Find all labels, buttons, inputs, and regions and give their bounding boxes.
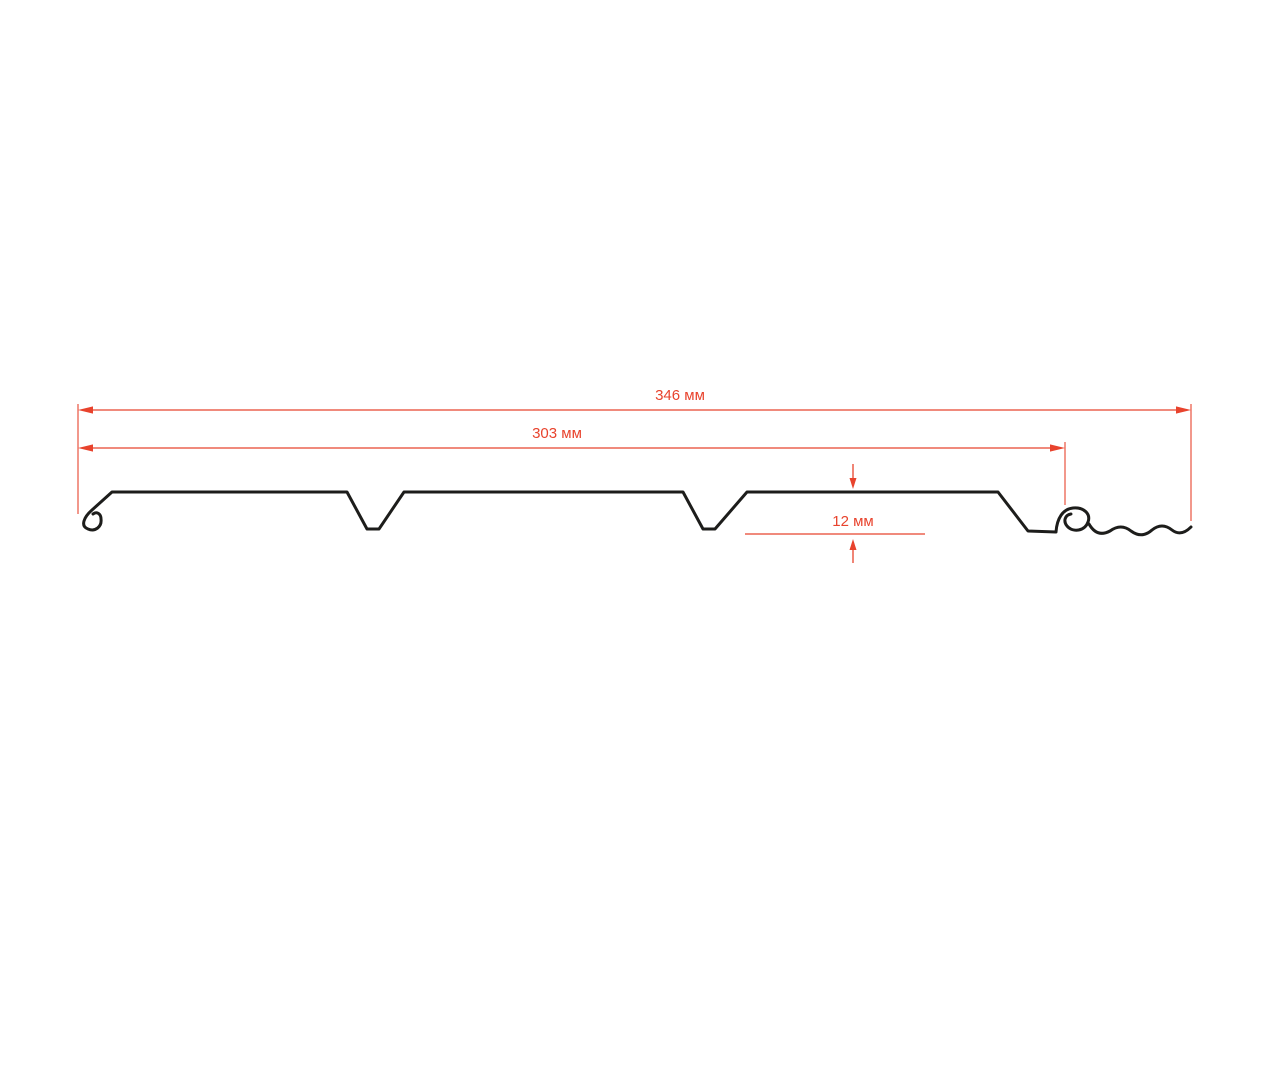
dimension-overall-width: 346 мм [77,387,1192,521]
arrowhead-up-12 [849,539,857,550]
arrowhead-right-303 [1050,444,1065,452]
dimension-label-overall-width: 346 мм [655,387,705,404]
arrowhead-right-346 [1176,406,1191,414]
dimension-profile-depth: 12 мм [745,464,925,563]
arrowhead-left-346 [78,406,93,414]
panel-profile-path [82,490,1193,537]
dimension-label-profile-depth: 12 мм [832,513,873,530]
dimension-working-width: 303 мм [78,425,1066,505]
arrowhead-left-303 [78,444,93,452]
arrowhead-down-12 [849,478,857,489]
dimension-label-working-width: 303 мм [532,425,582,442]
panel-profile [82,490,1193,537]
